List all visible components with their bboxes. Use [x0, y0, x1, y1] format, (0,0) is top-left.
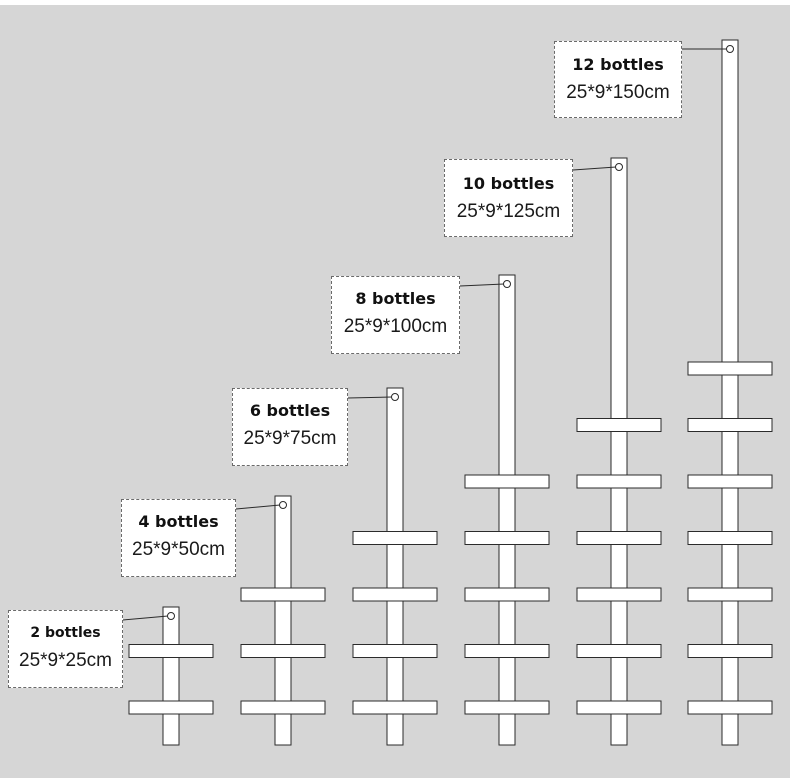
hanging-hole [503, 280, 511, 288]
rack-count-label: 4 bottles [138, 512, 219, 531]
rack-size-label: 25*9*50cm [132, 539, 225, 560]
hanging-hole [279, 501, 287, 509]
bottle-rung [576, 474, 662, 489]
bottle-rung [240, 587, 326, 602]
bottle-rung [576, 644, 662, 658]
rack-count-label: 6 bottles [249, 401, 331, 420]
bottle-rung [687, 700, 773, 715]
hanging-hole [167, 612, 175, 620]
bottle-rung [352, 700, 438, 715]
rack-count-label: 2 bottles [30, 625, 101, 641]
rack-label-2: 2 bottles 25*9*25cm [8, 610, 123, 688]
rack-label-10: 10 bottles 25*9*125cm [444, 159, 573, 237]
label-leader-line [459, 283, 505, 287]
rack-post [498, 274, 516, 746]
bottle-rung [687, 587, 773, 602]
rack-size-label: 25*9*75cm [243, 428, 337, 449]
rack-post [162, 606, 180, 746]
bottle-rung [128, 700, 214, 715]
rack-label-8: 8 bottles 25*9*100cm [331, 276, 460, 354]
bottle-rung [687, 644, 773, 658]
rack-size-label: 25*9*125cm [456, 201, 561, 222]
rack-label-4: 4 bottles 25*9*50cm [121, 499, 236, 577]
bottle-rung [687, 531, 773, 545]
rack-count-label: 8 bottles [355, 289, 436, 308]
rack-label-12: 12 bottles 25*9*150cm [554, 41, 682, 118]
bottle-rung [687, 474, 773, 489]
rack-label-6: 6 bottles 25*9*75cm [232, 388, 348, 466]
rack-post [274, 495, 292, 746]
bottle-rung [352, 644, 438, 658]
rack-post [721, 39, 739, 746]
hanging-hole [391, 393, 399, 401]
bottle-rung [464, 587, 550, 602]
label-leader-line [347, 396, 393, 399]
label-leader-line [122, 615, 169, 621]
rack-post [386, 387, 404, 746]
bottle-rung [240, 700, 326, 715]
rack-size-label: 25*9*150cm [566, 82, 670, 103]
rack-count-label: 12 bottles [572, 55, 664, 74]
bottle-rung [128, 644, 214, 658]
label-leader-line [572, 166, 617, 171]
rack-count-label: 10 bottles [462, 174, 555, 193]
hanging-hole [615, 163, 623, 171]
bottle-rung [464, 531, 550, 545]
bottle-rung [240, 644, 326, 658]
bottle-rung [464, 474, 550, 489]
bottle-rung [576, 418, 662, 432]
bottle-rung [576, 587, 662, 602]
bottle-rung [352, 587, 438, 602]
bottle-rung [576, 531, 662, 545]
bottle-rung [352, 531, 438, 545]
bottle-rung [576, 700, 662, 715]
bottle-rung [687, 361, 773, 376]
hanging-hole [726, 45, 734, 53]
rack-size-label: 25*9*25cm [19, 650, 112, 671]
rack-size-label: 25*9*100cm [343, 316, 448, 337]
label-leader-line [235, 504, 281, 510]
bottle-rung [687, 418, 773, 432]
bottle-rung [464, 700, 550, 715]
bottle-rung [464, 644, 550, 658]
